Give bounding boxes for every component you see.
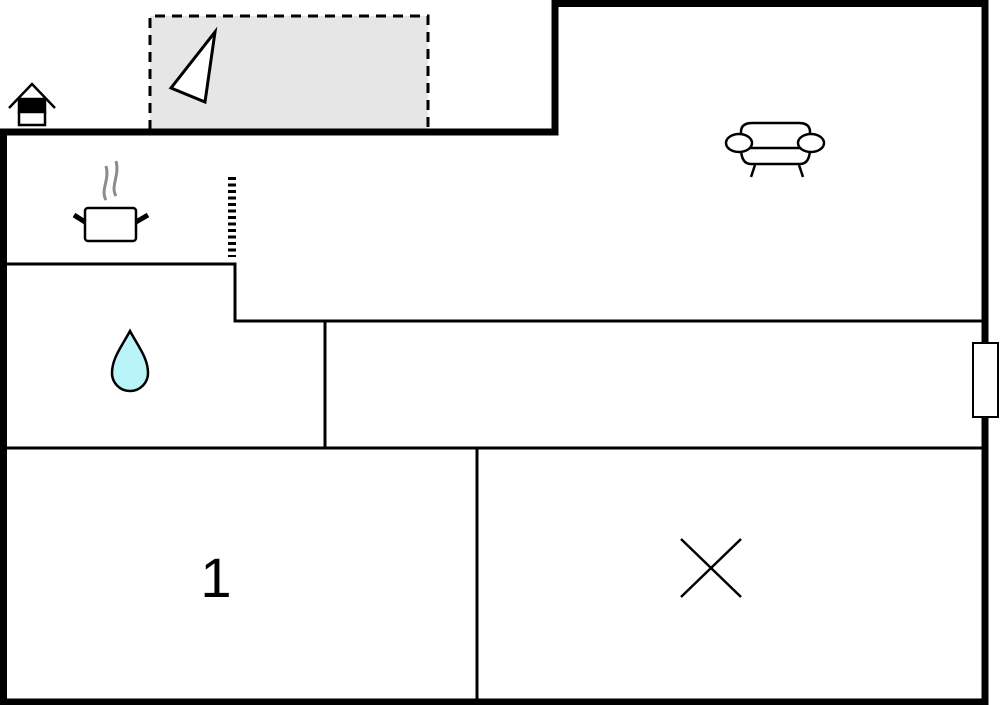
cross-icon bbox=[680, 538, 742, 598]
sofa-icon bbox=[724, 121, 826, 178]
room-label-1: 1 bbox=[200, 546, 231, 609]
cooking-pot-icon bbox=[72, 160, 150, 243]
interior-walls bbox=[3, 262, 985, 702]
triangle-icon bbox=[168, 26, 218, 105]
house-entrance-icon bbox=[8, 82, 56, 127]
terrace bbox=[148, 14, 430, 132]
water-drop-icon bbox=[110, 328, 150, 393]
window bbox=[972, 342, 999, 418]
